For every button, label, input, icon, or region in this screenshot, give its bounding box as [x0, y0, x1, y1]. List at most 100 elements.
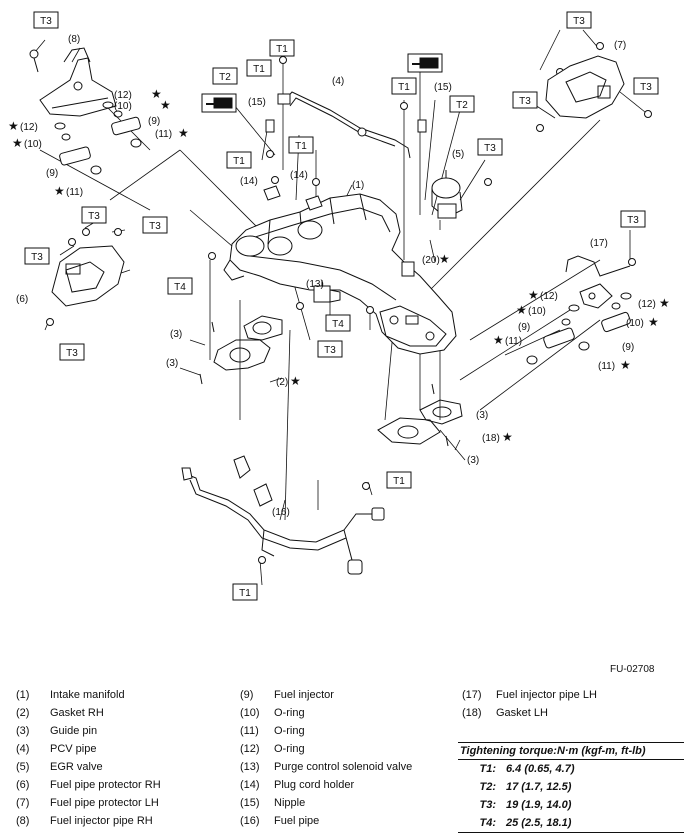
star-icon: ★: [12, 136, 23, 150]
sealant-icon: [201, 93, 237, 113]
star-icon: ★: [620, 358, 631, 372]
callout-t3: T3: [88, 211, 100, 222]
callout-15: (15): [434, 82, 452, 93]
star-icon: ★: [659, 296, 670, 310]
legend-item: (6)Fuel pipe protector RH: [16, 776, 161, 794]
legend-number: (3): [16, 725, 30, 737]
legend-number: (4): [16, 743, 30, 755]
star-icon: ★: [8, 119, 19, 133]
gasket-rh: [213, 315, 283, 371]
callout-11: (11): [66, 187, 83, 198]
torque-row: T1:6.4 (0.65, 4.7): [458, 760, 684, 778]
legend-part-name: Intake manifold: [50, 689, 125, 701]
legend-number: (6): [16, 779, 30, 791]
legend-item: (3)Guide pin: [16, 722, 161, 740]
legend-item: (14)Plug cord holder: [240, 776, 412, 794]
callout-t1: T1: [295, 141, 307, 152]
callout-t1: T1: [253, 64, 265, 75]
torque-code: T2:: [479, 781, 497, 793]
legend-item: (16)Fuel pipe: [240, 812, 412, 830]
star-icon: ★: [54, 184, 65, 198]
star-markers: ★ ★ ★ ★ ★ ★ ★ ★ ★ ★ ★ ★ ★ ★ ★: [8, 87, 670, 444]
callout-1: (1): [352, 180, 364, 191]
callout-t2: T2: [219, 72, 231, 83]
legend-item: (17)Fuel injector pipe LH: [462, 686, 597, 704]
callout-15: (15): [248, 97, 266, 108]
torque-code: T1:: [479, 763, 497, 775]
tightening-torque-table: Tightening torque:N·m (kgf-m, ft-lb) T1:…: [458, 742, 684, 833]
legend-number: (12): [240, 743, 260, 755]
callout-10: (10): [24, 139, 42, 150]
legend-part-name: Fuel injector pipe LH: [496, 689, 597, 701]
legend-number: (1): [16, 689, 30, 701]
callout-t4: T4: [332, 319, 344, 330]
callout-t3: T3: [40, 16, 52, 27]
legend-part-name: Purge control solenoid valve: [274, 761, 413, 773]
callout-t1: T1: [276, 44, 288, 55]
legend-item: (12) O-ring: [240, 740, 412, 758]
legend-part-name: O-ring: [274, 743, 305, 755]
star-icon: ★: [151, 87, 162, 101]
callout-16: (16): [272, 507, 290, 518]
callout-t3: T3: [484, 143, 496, 154]
intake-manifold: [223, 193, 457, 355]
legend-part-name: O-ring: [274, 707, 305, 719]
callout-10: (10): [528, 306, 546, 317]
bolt-t3-top-left: [29, 49, 39, 73]
exploded-view-diagram: T3 T3 T1 T1 T2 T3 T1 T3 T2 T1 T3 T1 T3 T…: [8, 11, 670, 601]
legend-column-2: (9)Fuel injector(10)O-ring(11)O-ring(12)…: [240, 686, 412, 830]
callout-10: (10): [626, 318, 644, 329]
callout-t3: T3: [324, 345, 336, 356]
legend-item: (2)Gasket RH: [16, 704, 161, 722]
star-icon: ★: [439, 252, 450, 266]
callout-t1: T1: [233, 156, 245, 167]
star-icon: ★: [528, 288, 539, 302]
callout-12: (12): [540, 291, 558, 302]
callout-18: (18): [482, 433, 500, 444]
callout-12: (12): [114, 90, 132, 101]
figure-id: FU-02708: [610, 664, 655, 675]
star-icon: ★: [178, 126, 189, 140]
torque-value: 17 (1.7, 12.5): [506, 781, 572, 793]
legend-part-name: PCV pipe: [50, 743, 97, 755]
legend-item: (1) Intake manifold: [16, 686, 161, 704]
torque-row: T4: 25 (2.5, 18.1): [458, 814, 684, 833]
legend-part-name: Nipple: [274, 797, 306, 809]
torque-value: 25 (2.5, 18.1): [506, 817, 572, 829]
legend-part-name: Fuel pipe: [274, 815, 320, 827]
callout-10: (10): [114, 101, 132, 112]
callout-13: (13): [306, 279, 324, 290]
callout-9: (9): [46, 168, 58, 179]
callout-9: (9): [148, 116, 160, 127]
torque-value: 19 (1.9, 14.0): [506, 799, 572, 811]
star-icon: ★: [516, 303, 527, 317]
torque-row: T2: 17 (1.7, 12.5): [458, 778, 684, 796]
legend-item: (13)Purge control solenoid valve: [240, 758, 412, 776]
callout-t3: T3: [149, 221, 161, 232]
torque-row: T3:19 (1.9, 14.0): [458, 796, 684, 814]
callout-t1: T1: [393, 476, 405, 487]
torque-code: T4:: [479, 817, 497, 829]
callout-3: (3): [166, 358, 178, 369]
legend-item: (15)Nipple: [240, 794, 412, 812]
star-icon: ★: [290, 374, 301, 388]
callout-14: (14): [290, 170, 308, 181]
legend-number: (18): [462, 707, 482, 719]
legend-part-name: Fuel injector: [274, 689, 334, 701]
callout-t3: T3: [627, 215, 639, 226]
nipples: [265, 119, 427, 133]
sealant-icon: [407, 53, 443, 73]
egr-valve: [431, 170, 463, 219]
callout-12: (12): [638, 299, 656, 310]
callout-11: (11): [598, 361, 615, 372]
callout-9: (9): [518, 322, 530, 333]
callout-t3: T3: [519, 96, 531, 107]
torque-callout-text: T3 T3 T1 T1 T2 T3 T1 T3 T2 T1 T3 T1 T3 T…: [31, 16, 652, 599]
plug-cord-holders: [263, 185, 323, 211]
legend-item: (11)O-ring: [240, 722, 412, 740]
callout-3: (3): [467, 455, 479, 466]
legend-part-name: Gasket RH: [50, 707, 104, 719]
torque-callouts: [24, 11, 659, 601]
callout-t3: T3: [573, 16, 585, 27]
legend-item: (7)Fuel pipe protector LH: [16, 794, 161, 812]
